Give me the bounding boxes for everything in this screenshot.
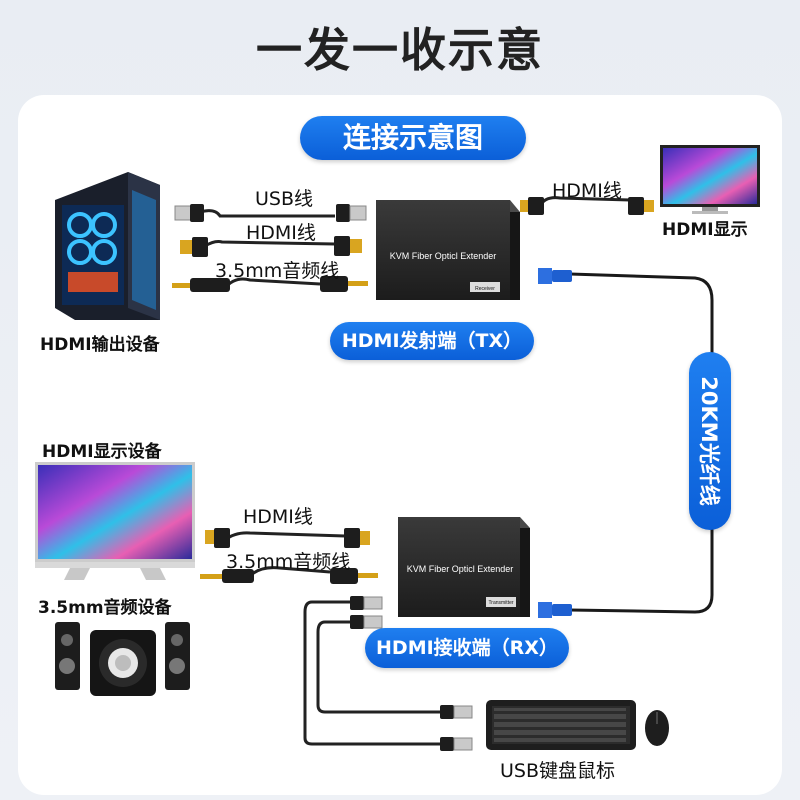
fiber-label-text: 20KM光纤线 (697, 376, 721, 506)
tx-hdmi-label: HDMI线 (246, 222, 316, 244)
tx-fiber-connector-icon (538, 268, 572, 284)
tx-audio-label: 3.5mm音频线 (215, 260, 340, 282)
audio-device-label: 3.5mm音频设备 (38, 598, 172, 618)
diagram-title: 连接示意图 (300, 116, 526, 160)
usb-device-label: USB键盘鼠标 (500, 760, 616, 782)
hdmi-display-icon (660, 145, 760, 214)
rx-usb-cables (303, 600, 440, 746)
rx-device-text: KVM Fiber Opticl Extender (407, 564, 514, 574)
mouse-icon (645, 710, 669, 746)
tx-usb-cable (199, 209, 335, 218)
tx-usb-label: USB线 (255, 188, 314, 210)
rx-display-label: HDMI显示设备 (42, 442, 162, 462)
rx-display-icon (35, 462, 195, 580)
rx-hdmi-cable (224, 531, 346, 542)
source-device-label: HDMI输出设备 (40, 335, 160, 355)
top-display-label: HDMI显示 (662, 220, 748, 240)
fiber-label: 20KM光纤线 (689, 352, 731, 530)
rx-label: HDMI接收端（RX） (365, 628, 569, 668)
tx-device-text: KVM Fiber Opticl Extender (390, 251, 497, 261)
tx-label: HDMI发射端（TX） (330, 322, 534, 360)
rx-audio-label: 3.5mm音频线 (226, 551, 351, 573)
rx-port-text: Transmitter (488, 600, 513, 606)
keyboard-icon (486, 700, 636, 750)
tx-extender-icon (376, 200, 520, 300)
page-title: 一发一收示意 (256, 23, 544, 77)
rx-extender-icon (398, 517, 530, 617)
speakers-icon (55, 622, 190, 696)
pc-tower-icon (55, 172, 160, 320)
rx-fiber-connector-icon (538, 602, 572, 618)
tx-port-text: Receiver (475, 286, 495, 292)
top-hdmi-cable-label: HDMI线 (552, 180, 622, 202)
rx-hdmi-label: HDMI线 (243, 506, 313, 528)
